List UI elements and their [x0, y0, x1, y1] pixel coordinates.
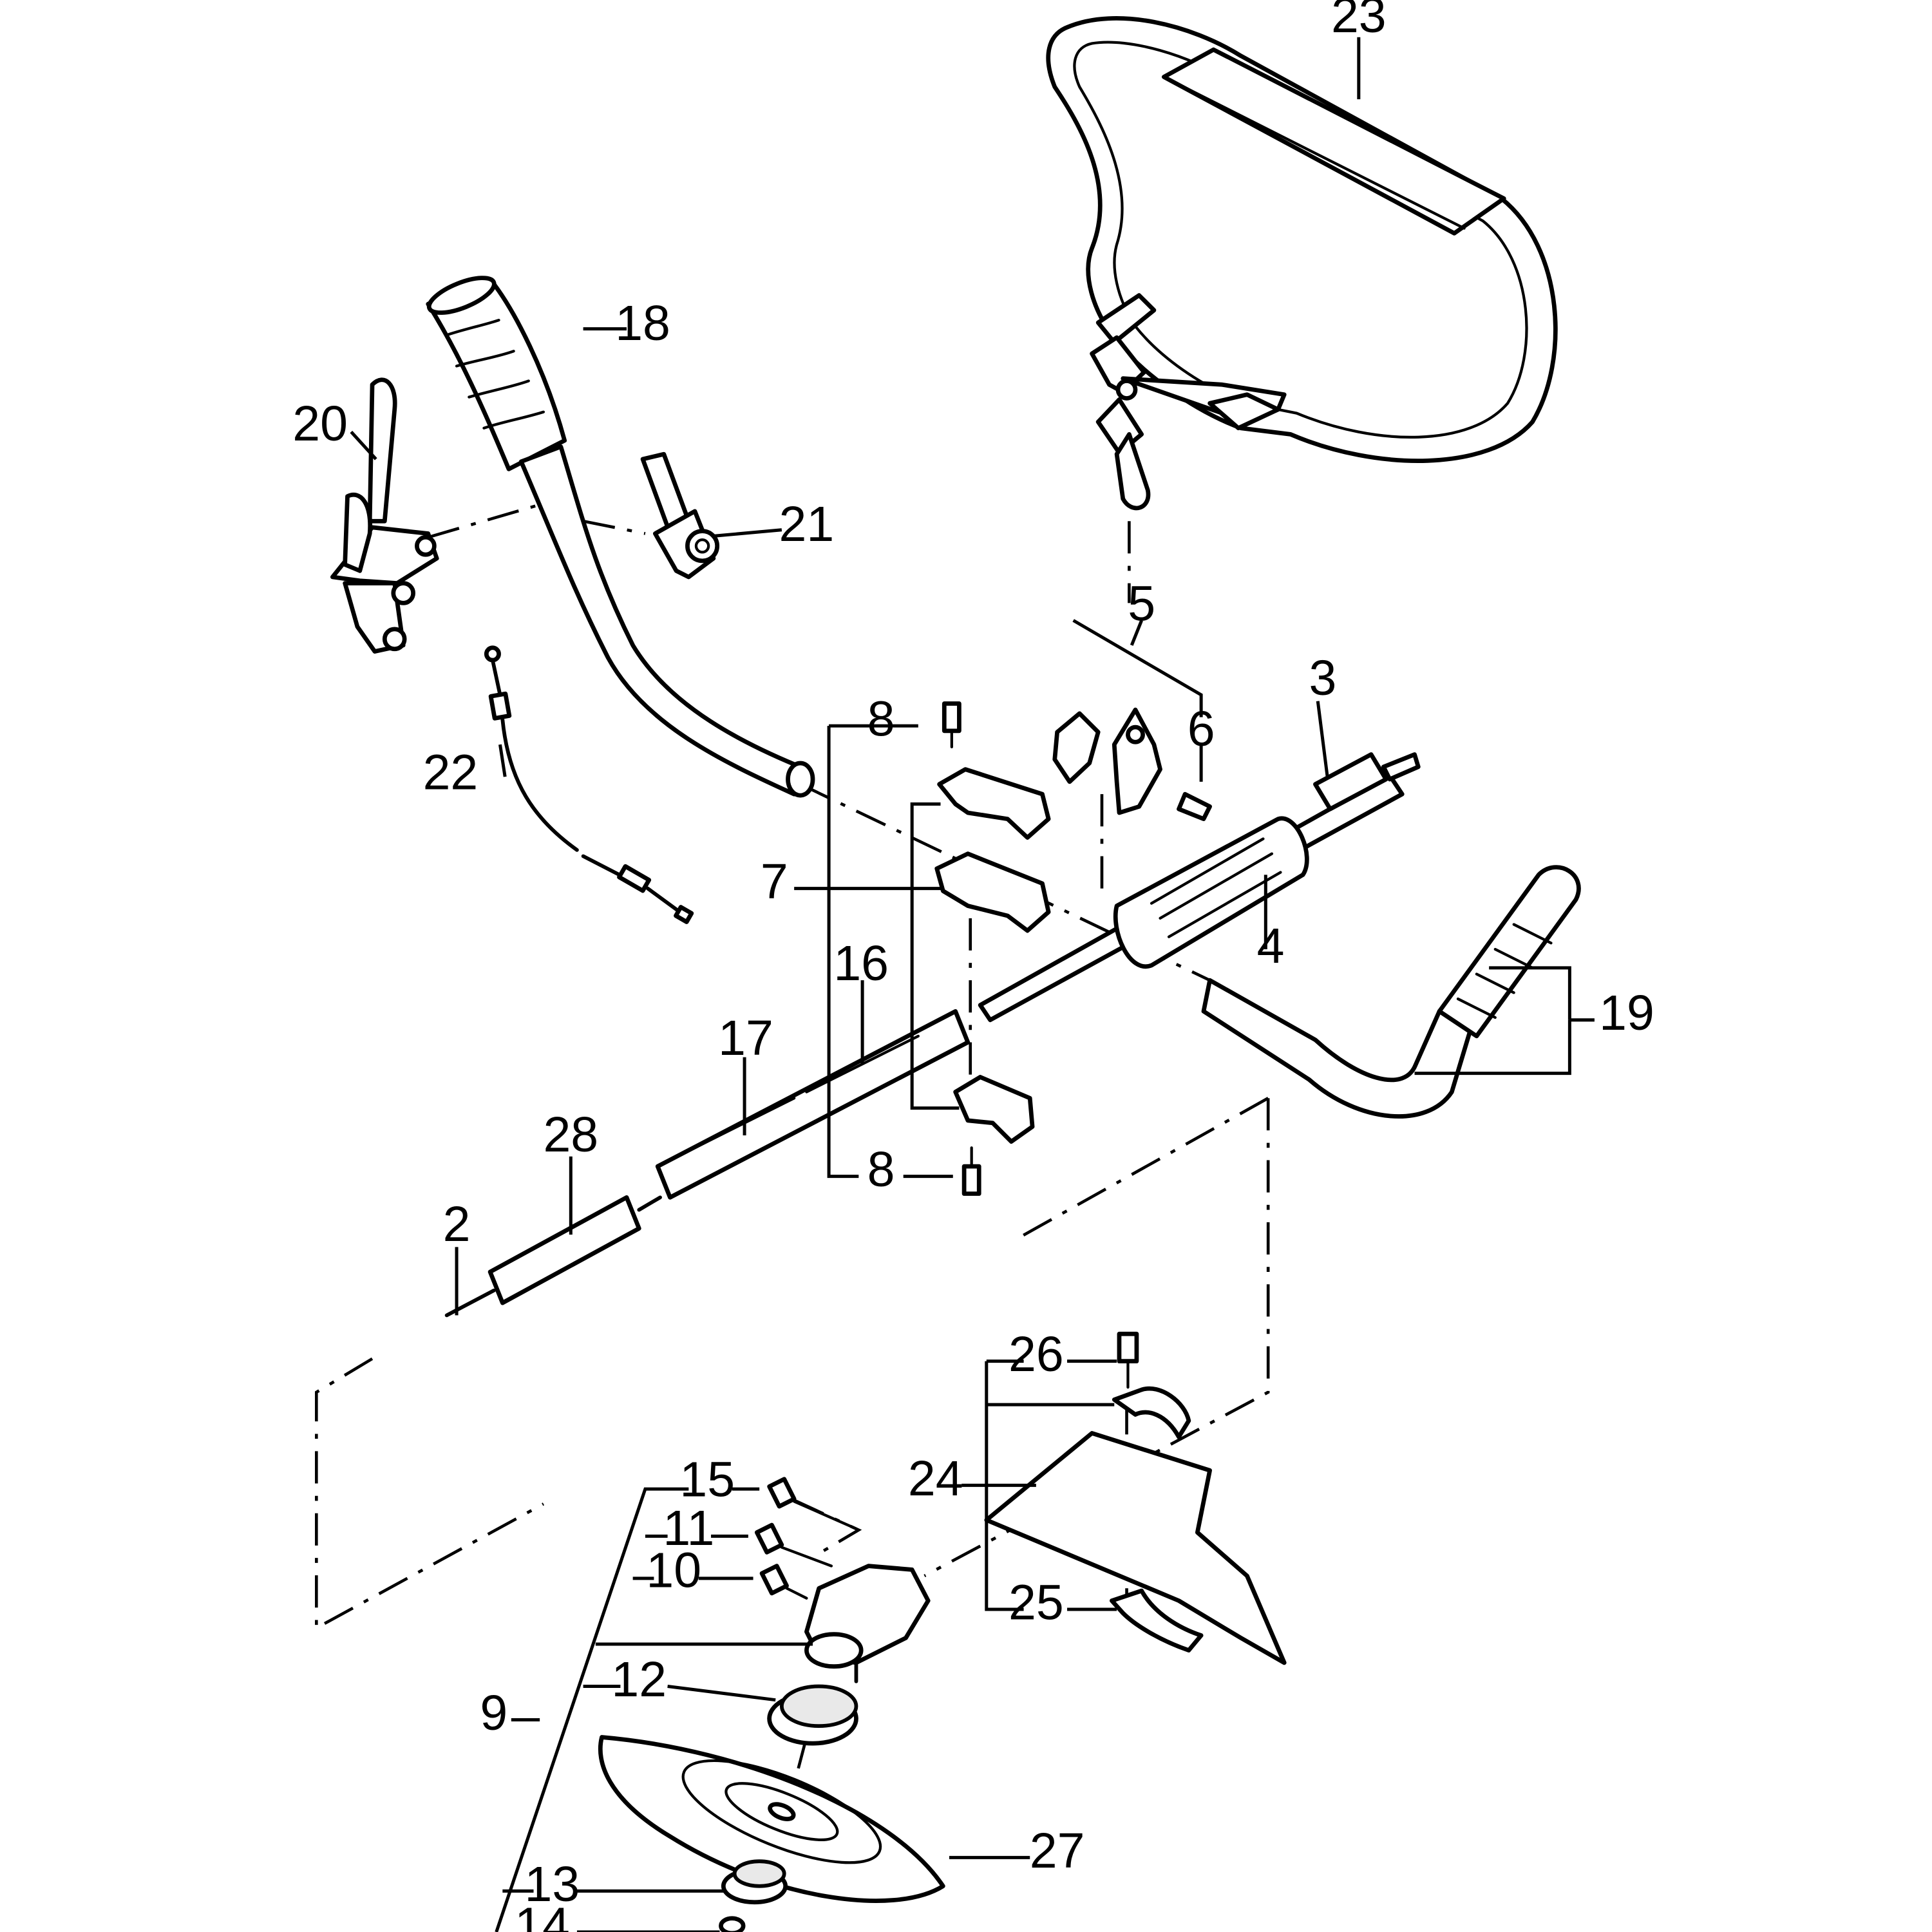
callout-28: 28	[543, 1107, 598, 1162]
callout-12: 12	[611, 1652, 667, 1707]
leader-lines	[350, 37, 1595, 1932]
part-5-6-harness-hanger	[1052, 707, 1212, 822]
part-7-8-handle-clamp	[934, 701, 1051, 1196]
callout-3: 3	[1309, 650, 1337, 706]
callout-8-top: 8	[867, 692, 895, 747]
part-3-4-shaft-and-grip	[978, 752, 1421, 1023]
callout-24: 24	[908, 1451, 963, 1506]
part-22-throttle-cable	[484, 645, 694, 924]
part-23-harness	[1046, 16, 1558, 511]
part-24-25-26-blade-guard	[984, 1331, 1287, 1665]
callout-8-bottom: 8	[867, 1142, 895, 1197]
callout-25: 25	[1009, 1575, 1064, 1630]
callout-5: 5	[1128, 576, 1155, 631]
part-9-gearbox	[754, 1477, 931, 1683]
part-12-support-cup	[767, 1684, 858, 1746]
callout-22: 22	[423, 744, 478, 800]
part-20-throttle-trigger	[330, 377, 439, 654]
part-27-saw-blade	[598, 1735, 945, 1903]
callout-21: 21	[779, 497, 835, 552]
callout-2: 2	[443, 1197, 471, 1252]
part-18-left-handle	[426, 276, 815, 798]
callout-7: 7	[761, 854, 788, 909]
part-13-14-nut	[719, 1859, 788, 1932]
callout-23: 23	[1331, 0, 1387, 43]
part-19-right-handle	[1201, 865, 1581, 1119]
callout-10: 10	[646, 1542, 701, 1598]
callout-9: 9	[480, 1685, 507, 1741]
callout-27: 27	[1030, 1823, 1085, 1879]
callout-14: 14	[515, 1897, 570, 1932]
callout-13: 13	[525, 1857, 580, 1912]
callout-19: 19	[1599, 985, 1654, 1041]
callout-20: 20	[292, 396, 348, 451]
callout-6: 6	[1188, 701, 1215, 757]
callout-18: 18	[615, 296, 670, 351]
part-21-stop-switch	[640, 451, 720, 580]
callout-4: 4	[1257, 918, 1285, 974]
callout-17: 17	[718, 1010, 773, 1066]
callout-11: 11	[663, 1501, 714, 1556]
callout-15: 15	[679, 1452, 735, 1508]
callout-numbers: 23 18 20 21 5 3 6 8 22 7 4 16 19 17 28 8…	[292, 0, 1654, 1932]
callout-26: 26	[1009, 1327, 1064, 1382]
part-2-16-17-28-drive-shaft	[444, 1009, 971, 1318]
callout-16: 16	[833, 936, 889, 991]
